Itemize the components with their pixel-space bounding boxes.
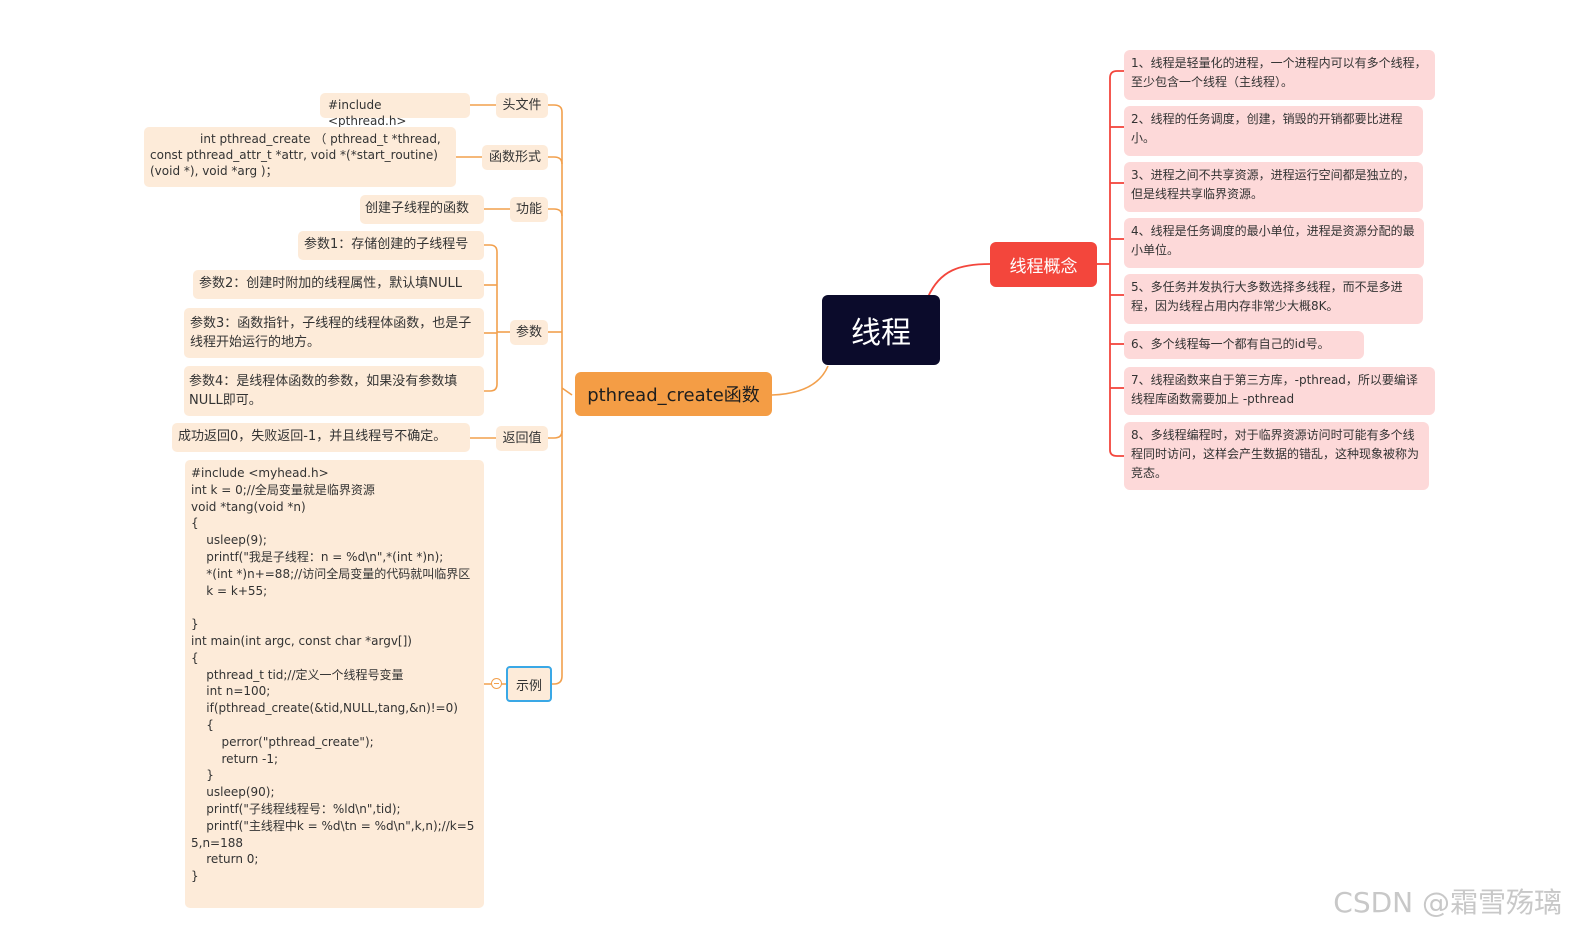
leaf-return-value[interactable]: 成功返回0，失败返回-1，并且线程号不确定。: [172, 423, 470, 452]
subtopic-function-form[interactable]: 函数形式: [482, 145, 548, 170]
collapse-toggle-icon[interactable]: [491, 678, 502, 689]
concept-item-3[interactable]: 3、进程之间不共享资源，进程运行空间都是独立的，但是线程共享临界资源。: [1124, 162, 1423, 212]
subtopic-example[interactable]: 示例: [506, 666, 552, 702]
subtopic-params[interactable]: 参数: [510, 320, 548, 345]
watermark: CSDN @霜雪殇璃: [1333, 886, 1562, 919]
leaf-function[interactable]: 创建子线程的函数: [360, 195, 484, 224]
branch-thread-concept[interactable]: 线程概念: [990, 242, 1097, 287]
concept-item-5[interactable]: 5、多任务并发执行大多数选择多线程，而不是多进程，因为线程占用内存非常少大概8K…: [1124, 274, 1423, 324]
branch-pthread-create[interactable]: pthread_create函数: [575, 372, 772, 416]
subtopic-return-value[interactable]: 返回值: [496, 426, 548, 451]
leaf-param-3[interactable]: 参数3：函数指针，子线程的线程体函数，也是子线程开始运行的地方。: [184, 308, 484, 358]
concept-item-1[interactable]: 1、线程是轻量化的进程，一个进程内可以有多个线程，至少包含一个线程（主线程）。: [1124, 50, 1435, 100]
concept-item-7[interactable]: 7、线程函数来自于第三方库，-pthread，所以要编译线程库函数需要加上 -p…: [1124, 367, 1435, 415]
leaf-param-4[interactable]: 参数4：是线程体函数的参数，如果没有参数填NULL即可。: [184, 366, 484, 416]
subtopic-function[interactable]: 功能: [510, 197, 548, 222]
concept-item-2[interactable]: 2、线程的任务调度，创建，销毁的开销都要比进程小。: [1124, 106, 1423, 156]
leaf-header-file[interactable]: #include <pthread.h>: [320, 93, 470, 128]
leaf-function-form[interactable]: int pthread_create （ pthread_t *thread, …: [144, 127, 456, 187]
leaf-example-code[interactable]: #include <myhead.h> int k = 0;//全局变量就是临界…: [185, 460, 484, 908]
leaf-param-2[interactable]: 参数2：创建时附加的线程属性，默认填NULL: [193, 270, 484, 299]
concept-item-8[interactable]: 8、多线程编程时，对于临界资源访问时可能有多个线程同时访问，这样会产生数据的错乱…: [1124, 422, 1429, 490]
central-topic[interactable]: 线程: [822, 295, 940, 365]
leaf-param-1[interactable]: 参数1：存储创建的子线程号: [298, 231, 484, 260]
concept-item-4[interactable]: 4、线程是任务调度的最小单位，进程是资源分配的最小单位。: [1124, 218, 1424, 268]
subtopic-header-file[interactable]: 头文件: [496, 93, 548, 118]
concept-item-6[interactable]: 6、多个线程每一个都有自己的id号。: [1124, 331, 1364, 359]
